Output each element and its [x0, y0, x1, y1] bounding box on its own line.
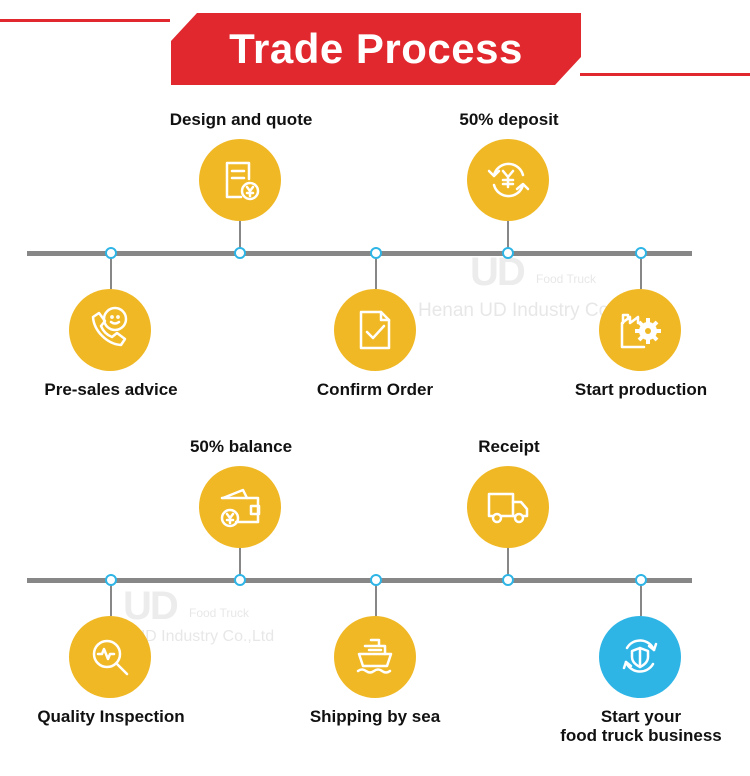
step-design-quote [199, 139, 281, 221]
quote-document-icon [225, 161, 260, 201]
stem [640, 580, 642, 616]
stem [507, 546, 509, 580]
step-label-deposit: 50% deposit [459, 110, 559, 129]
step-quality-inspection [69, 616, 151, 698]
step-label-design-quote: Design and quote [169, 110, 313, 129]
page-title: Trade Process [229, 25, 523, 72]
shield-refresh-icon [622, 639, 658, 673]
step-shipping [334, 616, 416, 698]
step-label-start-business: Start your food truck business [521, 707, 750, 745]
timeline-row-2 [27, 578, 692, 583]
watermark-logo-sub: Food Truck [536, 272, 597, 286]
step-start-business [599, 616, 681, 698]
watermark-logo: UD [470, 250, 526, 294]
stem [507, 219, 509, 253]
step-label-start-business-line1: Start your [600, 707, 682, 726]
timeline-node [234, 574, 246, 586]
magnifier-icon [92, 639, 129, 676]
step-balance [199, 466, 281, 548]
step-label-start-business-line2: food truck business [560, 726, 722, 745]
stem [110, 580, 112, 616]
stem [375, 580, 377, 616]
timeline-node [234, 247, 246, 259]
stem [640, 253, 642, 289]
title-line-right [580, 73, 750, 76]
watermark-logo-sub-2: Food Truck [189, 606, 250, 620]
timeline-node [105, 574, 117, 586]
timeline-node [105, 247, 117, 259]
confirm-document-icon [359, 310, 391, 350]
delivery-truck-icon [487, 492, 529, 524]
step-label-pre-sales: Pre-sales advice [44, 380, 178, 399]
step-label-receipt: Receipt [478, 437, 540, 456]
wallet-icon [220, 488, 261, 528]
stem [110, 253, 112, 289]
phone-smile-icon [91, 306, 128, 347]
step-label-confirm-order: Confirm Order [316, 380, 434, 399]
step-receipt [467, 466, 549, 548]
stem [239, 546, 241, 580]
watermark-company: Henan UD Industry Co.,Ltd [418, 300, 647, 321]
timeline-node [502, 574, 514, 586]
step-deposit [467, 139, 549, 221]
ship-icon [356, 638, 393, 674]
step-confirm-order [334, 289, 416, 371]
factory-gear-icon [620, 313, 661, 349]
step-label-quality-inspection: Quality Inspection [37, 707, 185, 726]
step-label-start-production: Start production [574, 380, 708, 399]
timeline-node [370, 574, 382, 586]
title-banner [171, 13, 581, 85]
step-label-shipping: Shipping by sea [309, 707, 441, 726]
timeline-node [370, 247, 382, 259]
timeline-node [502, 247, 514, 259]
timeline-row-1 [27, 251, 692, 256]
step-start-production [599, 289, 681, 371]
watermark-logo-2: UD [123, 584, 179, 628]
step-pre-sales [69, 289, 151, 371]
timeline-node [635, 574, 647, 586]
title-line-left [0, 19, 170, 22]
deposit-cycle-icon [487, 162, 530, 198]
stem [239, 219, 241, 253]
timeline-node [635, 247, 647, 259]
step-label-balance: 50% balance [189, 437, 293, 456]
stem [375, 253, 377, 289]
